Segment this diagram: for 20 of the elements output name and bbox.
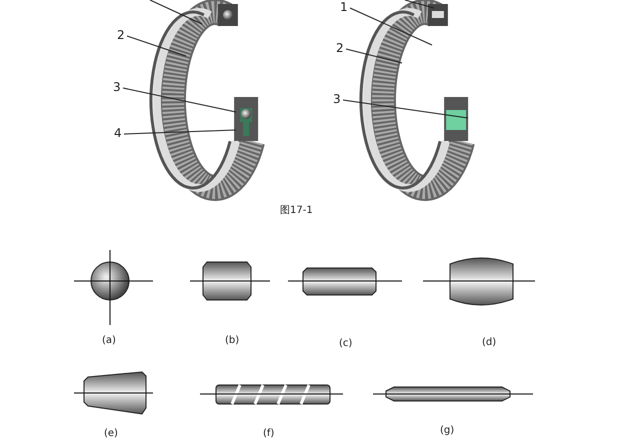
- leader-line: [342, 100, 468, 118]
- part-caption: (a): [102, 335, 116, 347]
- part-caption: (g): [440, 425, 454, 437]
- callout-number: 3: [113, 80, 121, 94]
- part-caption: (c): [339, 338, 352, 350]
- part-caption: (b): [225, 335, 240, 347]
- leader-line: [350, 8, 432, 46]
- figure-caption: 图17-1: [280, 205, 313, 217]
- leader-line: [346, 48, 402, 64]
- part-caption: (d): [482, 337, 496, 349]
- part-caption: (f): [263, 428, 274, 440]
- callout-number: 2: [117, 28, 125, 42]
- leader-line: [124, 130, 236, 134]
- leader-line: [122, 88, 236, 112]
- part-caption: (e): [104, 428, 118, 440]
- callout-number: 2: [336, 41, 344, 55]
- callout-number: 1: [340, 0, 348, 14]
- leader-line: [126, 36, 186, 56]
- callout-number: 4: [114, 126, 122, 140]
- callout-number: 3: [333, 92, 341, 106]
